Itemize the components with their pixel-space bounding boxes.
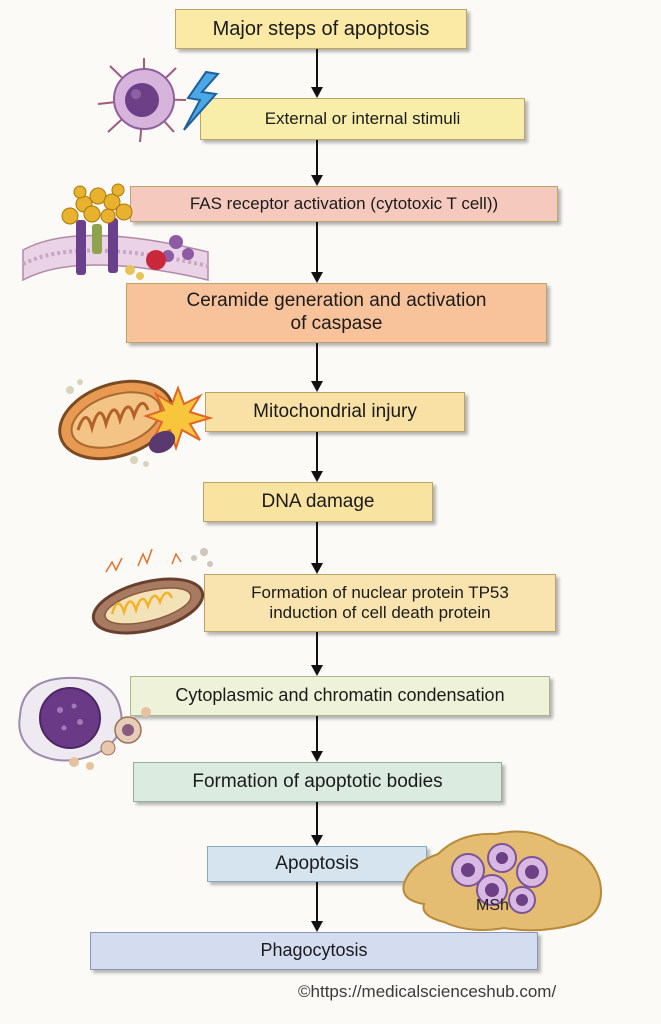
arrow-connector xyxy=(311,882,323,932)
arrow-connector xyxy=(311,802,323,846)
step-apoptosis: Apoptosis xyxy=(207,846,427,882)
step-label: FAS receptor activation (cytotoxic T cel… xyxy=(189,193,499,213)
macrophage-label: MSh xyxy=(476,897,509,914)
arrow-connector xyxy=(311,222,323,283)
step-major-steps: Major steps of apoptosis xyxy=(175,9,467,49)
step-chromatin-condensation: Cytoplasmic and chromatin condensation xyxy=(130,676,550,716)
step-tp53-formation: Formation of nuclear protein TP53 induct… xyxy=(204,574,556,632)
step-dna-damage: DNA damage xyxy=(203,482,433,522)
step-fas-receptor-activation: FAS receptor activation (cytotoxic T cel… xyxy=(130,186,558,222)
step-phagocytosis: Phagocytosis xyxy=(90,932,538,970)
arrow-connector xyxy=(311,716,323,762)
damaged-mitochondrion-icon xyxy=(91,548,213,635)
step-label: Apoptosis xyxy=(275,852,359,874)
lymphocyte-icon xyxy=(97,58,187,143)
arrow-connector xyxy=(311,522,323,574)
step-label: Cytoplasmic and chromatin condensation xyxy=(175,685,505,706)
step-label: Formation of apoptotic bodies xyxy=(192,770,443,792)
step-ceramide-caspase: Ceramide generation and activation of ca… xyxy=(126,283,547,343)
step-apoptotic-bodies: Formation of apoptotic bodies xyxy=(133,762,502,802)
macrophage-icon xyxy=(402,830,602,932)
arrow-connector xyxy=(311,343,323,392)
mitochondrion-icon xyxy=(58,379,214,467)
step-label: DNA damage xyxy=(261,490,375,512)
step-label: Major steps of apoptosis xyxy=(212,18,430,40)
arrow-connector xyxy=(311,140,323,186)
step-label: External or internal stimuli xyxy=(264,108,461,128)
watermark: ©https://medicalscienceshub.com/ xyxy=(298,982,557,1001)
apoptotic-cell-icon xyxy=(18,676,151,770)
step-label: Formation of nuclear protein TP53 induct… xyxy=(251,582,509,622)
step-label: Phagocytosis xyxy=(260,940,368,961)
step-mitochondrial-injury: Mitochondrial injury xyxy=(205,392,465,432)
arrow-connector xyxy=(311,432,323,482)
step-external-internal-stimuli: External or internal stimuli xyxy=(200,98,525,140)
step-label: Ceramide generation and activation of ca… xyxy=(186,290,487,334)
step-label: Mitochondrial injury xyxy=(253,400,417,422)
arrow-connector xyxy=(311,49,323,98)
lightning-icon xyxy=(183,70,220,131)
cell-membrane-receptor-icon xyxy=(22,183,209,282)
arrow-connector xyxy=(311,632,323,676)
